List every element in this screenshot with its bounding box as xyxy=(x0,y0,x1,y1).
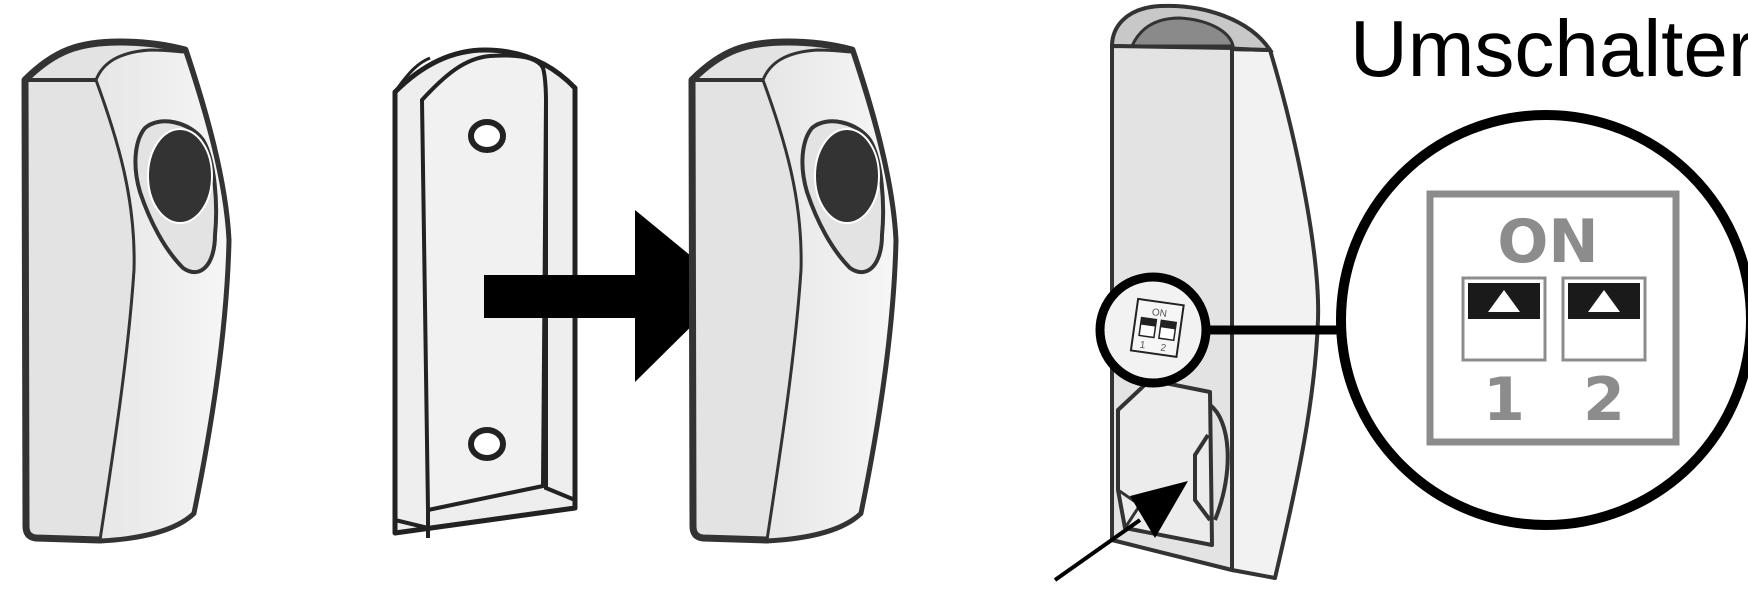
dip-switch-number-2: 2 xyxy=(1583,365,1625,435)
sensor-device-mounted xyxy=(692,42,895,540)
dip-on-label: ON xyxy=(1497,207,1598,277)
page-title: Umschalter xyxy=(1350,4,1748,93)
screw-hole-top-icon xyxy=(471,122,503,150)
lens-icon xyxy=(148,129,212,223)
dip-switch-detail-large: ON 1 2 xyxy=(1341,115,1748,525)
screw-hole-bottom-icon xyxy=(471,430,503,458)
lens-icon xyxy=(815,129,879,223)
dip-switch-number-1: 1 xyxy=(1483,365,1525,435)
dip-small-on-label: ON xyxy=(1151,307,1167,320)
dip-switch-2 xyxy=(1563,278,1645,360)
dip-switch-1 xyxy=(1463,278,1545,360)
dip-switch-detail-small: ON 1 2 xyxy=(1100,277,1206,383)
device-panel-line xyxy=(1232,48,1270,50)
sensor-device-front xyxy=(25,42,228,540)
